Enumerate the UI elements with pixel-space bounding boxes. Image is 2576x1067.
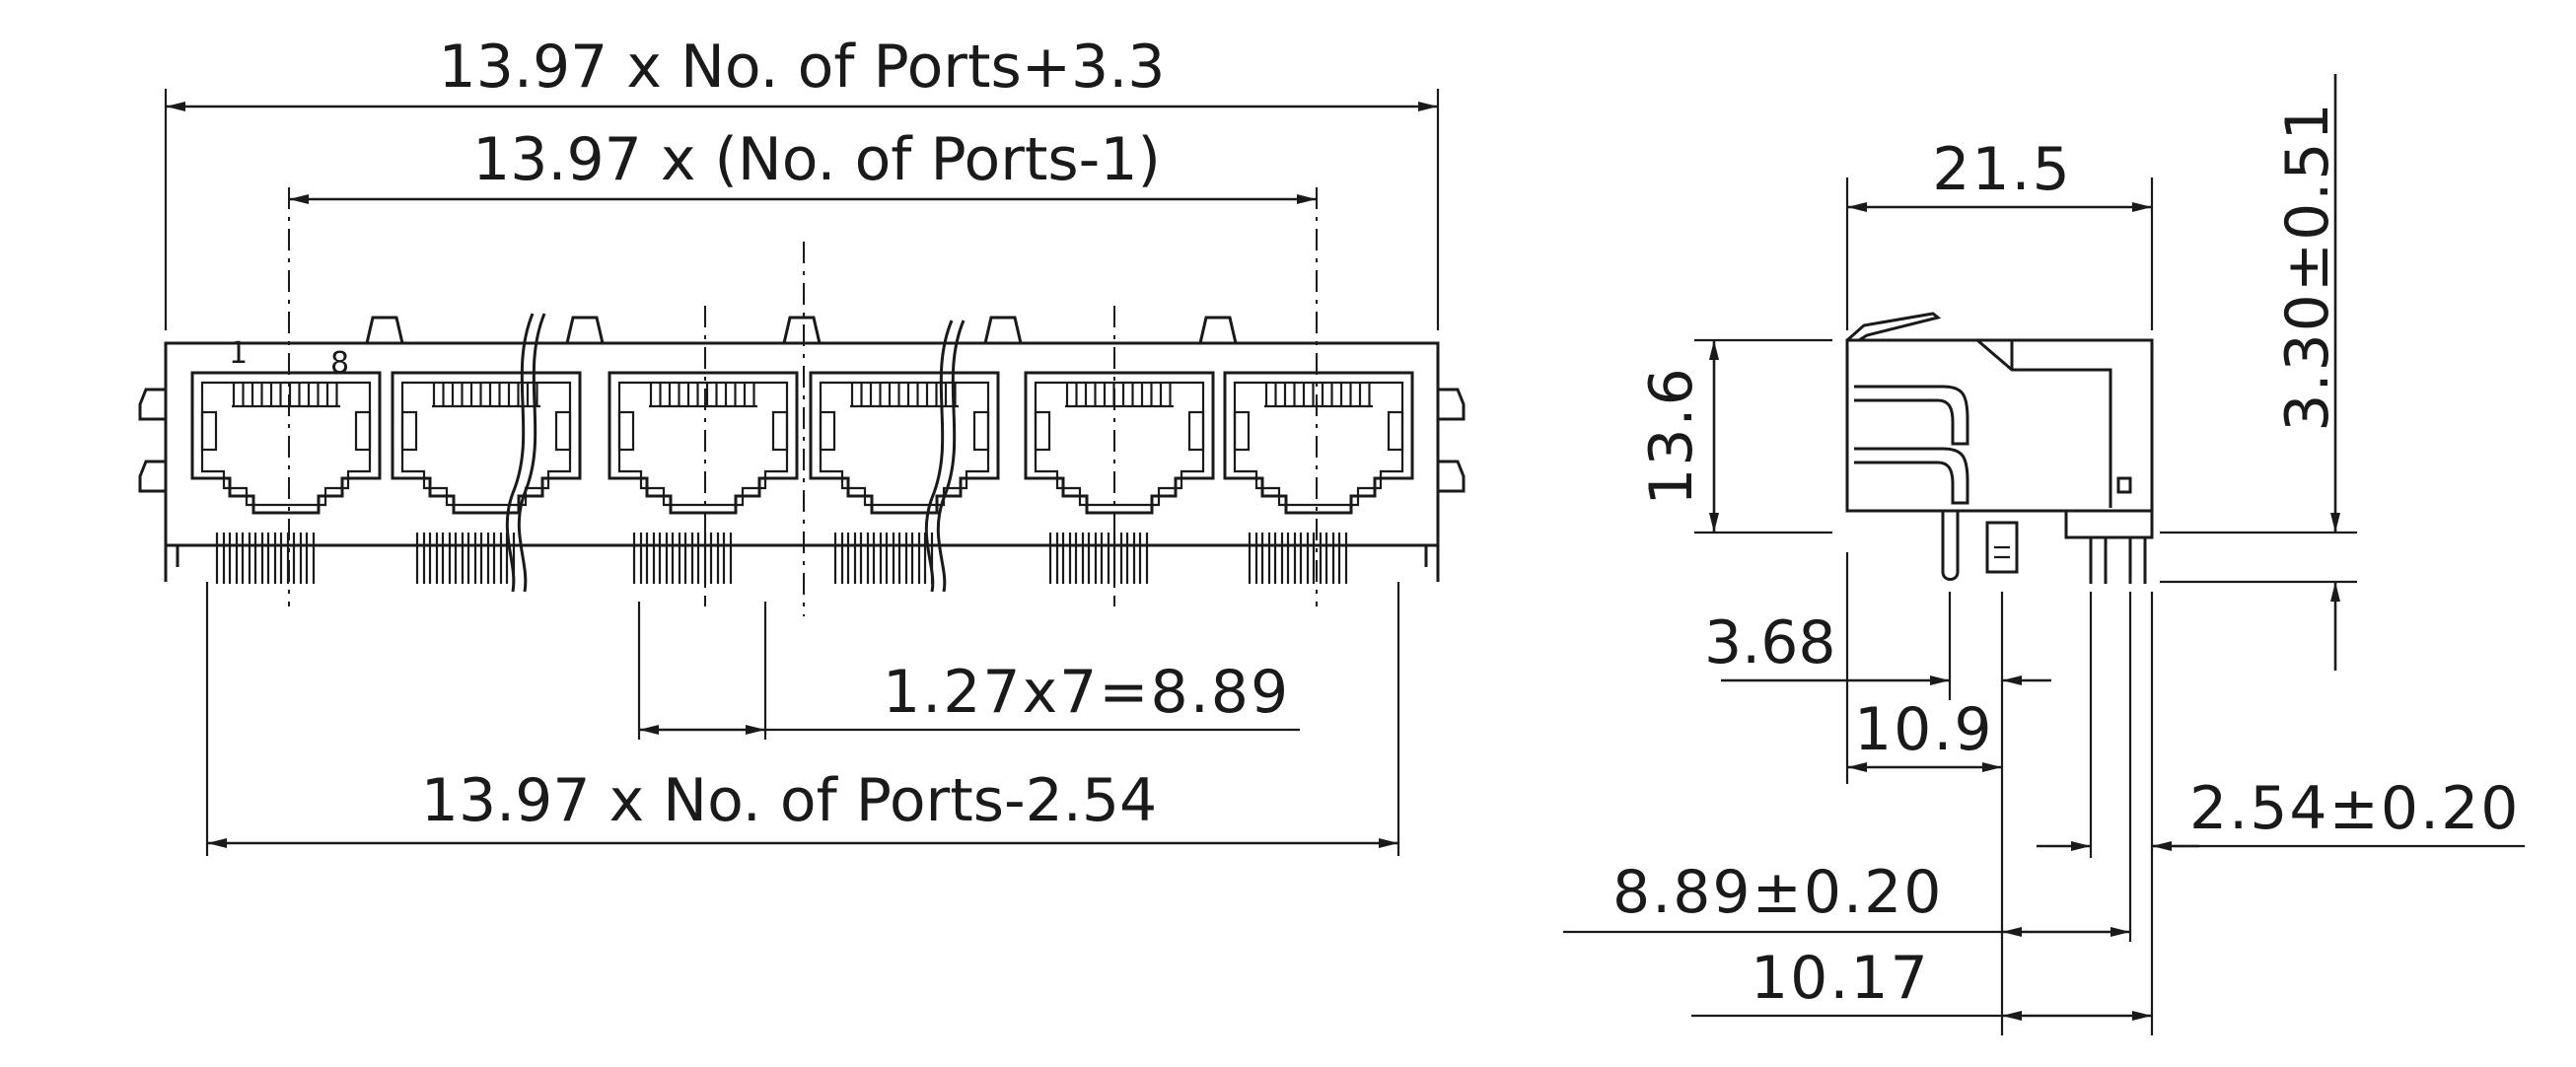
side-spring-top (1854, 385, 1969, 446)
rj45-port (1024, 371, 1215, 584)
port-opening (190, 371, 382, 515)
pin-row-label: 1.27x7=8.89 (883, 658, 1290, 727)
port-opening (809, 371, 1000, 515)
port-opening (1223, 371, 1414, 515)
port-led-right (972, 410, 990, 452)
rj45-port (608, 371, 799, 584)
side-tail-ext (2160, 531, 2357, 584)
break-line-right (924, 320, 954, 593)
port-contacts (432, 383, 538, 406)
pin8-label: 8 (330, 346, 349, 381)
latch-tab (565, 316, 605, 344)
side-body (1845, 338, 2154, 513)
rj45-ports (190, 371, 1414, 584)
break-line-right-2 (936, 320, 966, 593)
port-contacts (1264, 383, 1371, 406)
latch-tab (1198, 316, 1238, 344)
side-ref-ext (1845, 552, 2154, 1035)
port-inner (1233, 381, 1404, 507)
side-pin-c (2064, 511, 2154, 584)
top-latch-tabs (365, 316, 1238, 344)
port-inner (1034, 381, 1205, 507)
rj45-port (809, 371, 1000, 584)
port-pins (415, 533, 516, 584)
port-led-left (400, 410, 418, 452)
port-opening (608, 371, 799, 515)
port-inner (200, 381, 372, 507)
latch-tab (983, 316, 1023, 344)
port-contacts (850, 383, 957, 406)
break-line-left-2 (517, 313, 546, 593)
post-spacing-label: 2.54±0.20 (2189, 774, 2520, 843)
port-pins (215, 533, 316, 584)
rear-distance-label: 10.17 (1751, 944, 1930, 1013)
pcb-width-ext (205, 582, 1400, 856)
port-led-left (819, 410, 836, 452)
bottom-ledge (164, 545, 1440, 582)
side-shield-slope (1976, 338, 2112, 508)
latch-tab (365, 316, 404, 344)
side-tail-label: 3.30±0.51 (2273, 101, 2342, 431)
side-depth-label: 21.5 (1932, 135, 2072, 204)
port-pins (833, 533, 934, 584)
port-opening (391, 371, 582, 515)
side-height-label: 13.6 (1637, 366, 1706, 506)
port-led-right (771, 410, 789, 452)
port-contacts (232, 383, 338, 406)
overall-width-label: 13.97 x No. of Ports+3.3 (439, 33, 1166, 102)
port-led-right (1187, 410, 1205, 452)
rj45-port (190, 371, 382, 584)
side-pin-a (1941, 511, 1960, 581)
port-led-right (354, 410, 372, 452)
outer-pitch-label: 13.97 x (No. of Ports-1) (472, 125, 1161, 194)
side-top-detail (1846, 312, 1942, 342)
port-led-right (554, 410, 572, 452)
port-led-left (617, 410, 635, 452)
port-led-left (1034, 410, 1051, 452)
port-inner (400, 381, 572, 507)
left-side-bumps (138, 388, 166, 493)
row-distance-label: 8.89±0.20 (1612, 858, 1943, 927)
side-pin-b-slot (1994, 545, 2010, 559)
rj45-port (1223, 371, 1414, 584)
pcb-width-label: 13.97 x No. of Ports-2.54 (421, 766, 1157, 835)
port-inner (617, 381, 789, 507)
port-led-right (1387, 410, 1404, 452)
port-contacts (649, 383, 755, 406)
latch-tab (782, 316, 822, 344)
side-spring-bottom (1854, 447, 1969, 505)
front-view: 1 8 13.97 x No. of Ports+3.3 13.97 x (No… (138, 33, 1466, 856)
housing-outline (164, 341, 1440, 547)
side-view: 21.5 13.6 3.30±0.51 3.68 10.9 2.54±0.20 … (1563, 74, 2525, 1035)
front-to-pins-label: 10.9 (1854, 695, 1994, 764)
side-led-box (2116, 476, 2132, 494)
port-pins (1048, 533, 1149, 584)
port-led-left (1233, 410, 1251, 452)
port-contacts (1065, 383, 1172, 406)
port-opening (1024, 371, 1215, 515)
port-led-left (200, 410, 218, 452)
port-inner (819, 381, 990, 507)
pin1-label: 1 (229, 336, 248, 371)
rj45-port (391, 371, 582, 584)
pin-offset-label: 3.68 (1704, 608, 1836, 677)
port-pins (632, 533, 733, 584)
side-pin-b (1985, 521, 2019, 574)
pin-row-ext (637, 602, 767, 740)
break-line-left (505, 313, 535, 593)
port-pins (1248, 533, 1348, 584)
right-side-bumps (1438, 388, 1466, 493)
